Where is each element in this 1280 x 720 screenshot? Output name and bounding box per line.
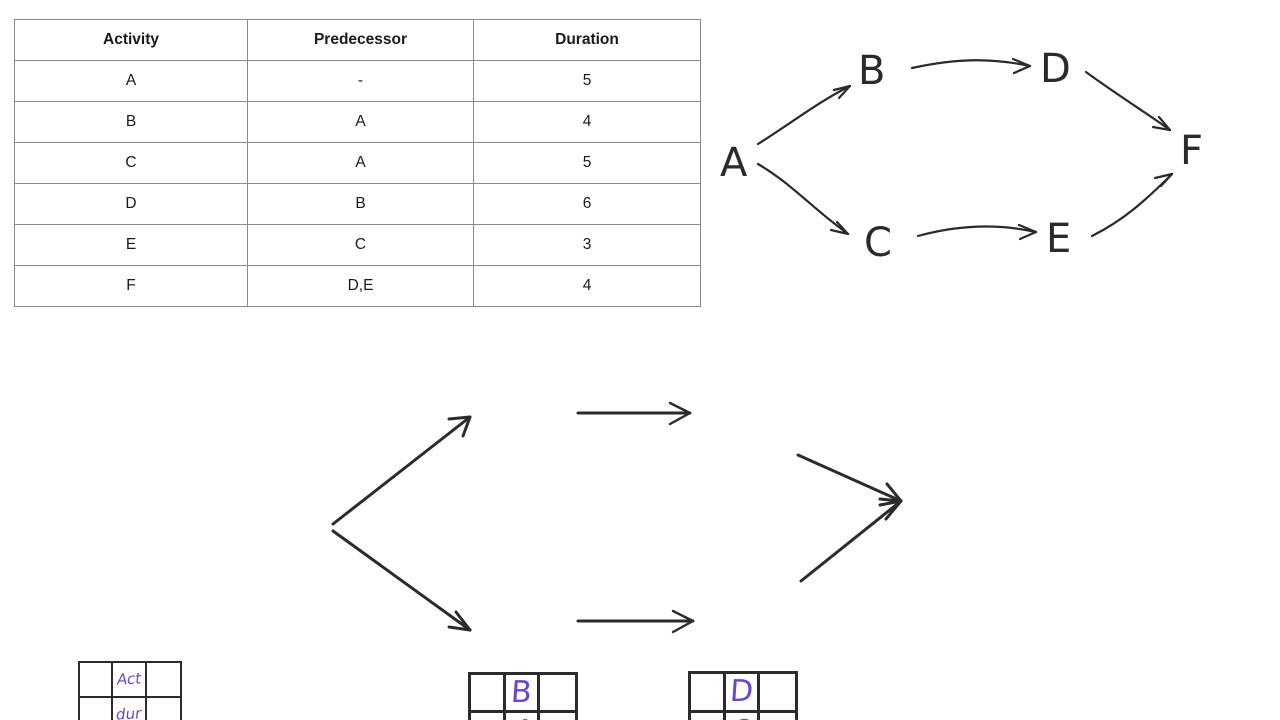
sketch-arrowhead-c-e-1 (1017, 223, 1038, 234)
aon-node-d: D 6 (688, 671, 798, 720)
cell-activity: B (14, 101, 248, 143)
cell-duration: 4 (473, 265, 701, 307)
column-header-duration: Duration (473, 19, 701, 61)
cell-duration: 5 (473, 142, 701, 184)
table-row: D B 6 (14, 183, 701, 225)
legend-cell-bottom-center: dur (113, 697, 147, 720)
cell-activity: C (14, 142, 248, 184)
sketch-node-e: E (1046, 216, 1071, 262)
sketch-arrowhead-e-f-1 (1153, 172, 1174, 180)
cell-predecessor: A (247, 101, 474, 143)
cell-predecessor: A (247, 142, 474, 184)
sketch-node-b: B (858, 48, 885, 94)
sketch-arrowhead-a-c-2 (835, 220, 850, 236)
cell-activity: D (14, 183, 248, 225)
legend-key-box: Act dur (78, 661, 182, 720)
aon-edge-d-f (796, 453, 903, 503)
node-b-cell-lf (540, 713, 575, 720)
legend-cell-top-center: Act (113, 663, 147, 698)
node-d-cell-activity: D (725, 673, 761, 713)
cell-activity: A (14, 60, 248, 102)
sketch-arrowhead-b-d-1 (1011, 57, 1032, 68)
sketch-arrowhead-c-e-2 (1018, 230, 1038, 241)
sketch-edge-b-d (910, 59, 1032, 70)
column-header-activity: Activity (14, 19, 248, 61)
aon-connector-layer (331, 401, 903, 634)
node-d-cell-ef (760, 674, 795, 713)
cell-duration: 5 (473, 60, 701, 102)
node-d-cell-duration: 6 (726, 712, 761, 720)
sketch-node-c: C (864, 220, 892, 266)
cell-predecessor: B (247, 183, 474, 225)
sketch-arrowhead-e-f-2 (1159, 172, 1174, 188)
sketch-arrowhead-d-f-2 (1157, 115, 1172, 132)
column-header-predecessor: Predecessor (247, 19, 474, 61)
aon-arrowhead-e-f (878, 499, 903, 521)
node-b-cell-duration: 4 (506, 713, 541, 720)
sketch-arrowhead-a-c-1 (829, 228, 850, 236)
sketch-node-f: F (1180, 128, 1203, 174)
cell-activity: F (14, 265, 248, 307)
table-row: C A 5 (14, 142, 701, 184)
legend-cell-top-left (80, 663, 114, 698)
sketch-edge-e-f (1090, 172, 1174, 238)
node-d-activity-label: D (728, 673, 755, 709)
node-d-cell-lf (760, 713, 795, 720)
aon-edge-e-f (799, 499, 903, 583)
activity-table: Activity Predecessor Duration A - 5 B A … (14, 19, 701, 307)
table-row: B A 4 (14, 101, 701, 143)
sketch-edge-c-e (916, 225, 1038, 238)
sketch-node-a: A (720, 140, 748, 186)
node-b-activity-label: B (509, 674, 534, 710)
table-row: F D,E 4 (14, 265, 701, 307)
cell-predecessor: - (247, 60, 474, 102)
aon-edge-a-b (331, 415, 472, 526)
sketch-edge-a-c (756, 162, 850, 236)
legend-duration-label: dur (115, 704, 143, 720)
cell-predecessor: C (247, 224, 474, 266)
aon-node-b: B 4 (468, 672, 578, 720)
table-row: A - 5 (14, 60, 701, 102)
aon-arrowhead-b-d (668, 401, 692, 426)
aon-arrowhead-c-e (671, 609, 695, 634)
sketch-arrowhead-a-b-2 (837, 84, 852, 100)
sketch-precedence-diagram: A B C D E F (700, 24, 1240, 294)
node-d-cell-ls (691, 712, 726, 720)
node-b-cell-es (471, 675, 506, 713)
aon-arrowhead-a-b (447, 415, 472, 438)
sketch-arrowhead-d-f-1 (1151, 125, 1172, 132)
aon-edge-a-c (331, 529, 472, 632)
legend-activity-label: Act (115, 669, 143, 689)
legend-cell-bottom-right (147, 698, 180, 720)
aon-network-diagram: Act dur A 5 B (0, 300, 1280, 720)
cell-duration: 3 (473, 224, 701, 266)
legend-cell-bottom-left (80, 697, 114, 720)
table-header-row: Activity Predecessor Duration (14, 19, 701, 61)
sketch-arrowhead-a-b-1 (832, 84, 852, 92)
table-row: E C 3 (14, 224, 701, 266)
node-b-cell-ef (540, 675, 575, 713)
legend-cell-top-right (146, 663, 180, 698)
aon-arrowhead-a-c (447, 610, 472, 632)
cell-activity: E (14, 224, 248, 266)
cell-duration: 4 (473, 101, 701, 143)
sketch-edge-a-b (756, 84, 852, 146)
node-b-cell-ls (471, 713, 506, 720)
sketch-node-d: D (1040, 46, 1071, 92)
sketch-edge-d-f (1084, 70, 1172, 132)
node-d-cell-es (691, 674, 726, 713)
cell-duration: 6 (473, 183, 701, 225)
node-b-cell-activity: B (505, 674, 541, 713)
sketch-arrowhead-b-d-2 (1012, 64, 1032, 75)
